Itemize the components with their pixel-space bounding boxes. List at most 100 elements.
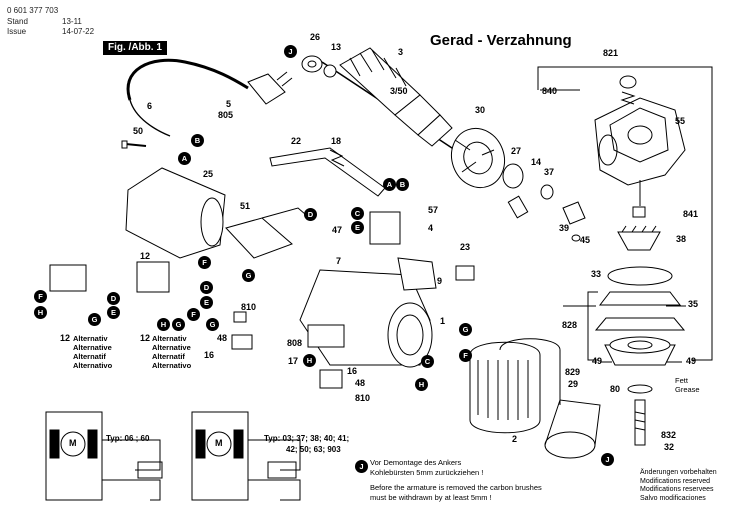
part-label: 18 — [331, 136, 342, 146]
ring-37 — [540, 184, 554, 200]
connection-badge: C — [421, 355, 434, 368]
connection-badge: G — [172, 318, 185, 331]
figure-label: Fig. /Abb. 1 — [103, 41, 167, 55]
part-number: 0 601 377 703 — [7, 6, 59, 15]
brush-holder — [369, 211, 401, 245]
part-label: 3/50 — [390, 86, 408, 96]
part-label: 9 — [437, 276, 443, 286]
part-label: 27 — [511, 146, 522, 156]
stand-label: Stand — [7, 17, 28, 26]
connection-badge: E — [200, 296, 213, 309]
part-label: 22 — [291, 136, 302, 146]
connection-badge: A — [178, 152, 191, 165]
armature — [321, 47, 456, 151]
bevel-pinion — [562, 201, 586, 225]
part-label: 49 — [592, 356, 603, 366]
part-label: 32 — [664, 442, 675, 452]
grease-label: Fett Grease — [675, 376, 700, 394]
spindle-832 — [634, 399, 646, 446]
connection-badge: G — [206, 318, 219, 331]
mains-plug — [247, 71, 293, 105]
screw-50 — [121, 140, 147, 149]
issue-value: 14-07-22 — [62, 27, 95, 36]
bearing-26 — [301, 55, 323, 73]
connection-badge: C — [351, 207, 364, 220]
part-label: 48 — [217, 333, 228, 343]
brush-810 — [233, 311, 247, 323]
gear-housing — [594, 97, 686, 186]
part-label: 805 — [218, 110, 234, 120]
alt-number-mid: 12 — [140, 333, 151, 343]
part-label: 48 — [355, 378, 366, 388]
switch-module — [225, 217, 293, 259]
part-label: 829 — [565, 367, 581, 377]
connection-badge: G — [459, 323, 472, 336]
connection-badge: D — [304, 208, 317, 221]
connection-badge: D — [107, 292, 120, 305]
connection-badge: G — [242, 269, 255, 282]
connection-badge: F — [459, 349, 472, 362]
connection-badge: B — [191, 134, 204, 147]
part-label: 51 — [240, 201, 251, 211]
part-label: 810 — [241, 302, 257, 312]
part-label: 828 — [562, 320, 578, 330]
wheel-guard — [544, 399, 601, 459]
issue-label: Issue — [7, 27, 27, 36]
switch-housing — [397, 257, 437, 291]
part-label: 841 — [683, 209, 699, 219]
cord-wires — [129, 99, 171, 137]
connection-badge: F — [187, 308, 200, 321]
module-12-mid — [136, 261, 170, 293]
part-14 — [507, 195, 529, 219]
washer-80 — [627, 384, 653, 394]
part-label: 45 — [580, 235, 591, 245]
part-label: 47 — [332, 225, 343, 235]
part-label: 35 — [688, 299, 699, 309]
motor-symbol-left: M — [69, 438, 77, 448]
brush-holder-16b — [319, 369, 343, 389]
o-ring-33 — [607, 266, 673, 286]
alt-number-left: 12 — [60, 333, 71, 343]
part-label: 57 — [428, 205, 439, 215]
connection-badge: J — [355, 460, 368, 473]
connection-badge: E — [107, 306, 120, 319]
connection-badge: B — [396, 178, 409, 191]
part-label: 12 — [140, 251, 151, 261]
part-label: 33 — [591, 269, 602, 279]
connection-badge: H — [34, 306, 47, 319]
part-label: 6 — [147, 101, 153, 111]
connection-badge: F — [34, 290, 47, 303]
connection-badge: H — [157, 318, 170, 331]
part-label: 16 — [347, 366, 358, 376]
note-english: Before the armature is removed the carbo… — [370, 483, 542, 502]
part-label: 821 — [603, 48, 619, 58]
lock-spring — [620, 91, 636, 105]
part-label: 50 — [133, 126, 144, 136]
part-label: 55 — [675, 116, 686, 126]
spindle-lock-button — [619, 75, 637, 89]
part-label: 30 — [475, 105, 486, 115]
part-label: 14 — [531, 157, 542, 167]
connection-badge: H — [303, 354, 316, 367]
part-label: 25 — [203, 169, 214, 179]
stand-value: 13-11 — [62, 17, 82, 26]
alternative-labels-left: Alternativ Alternative Alternatif Altern… — [73, 334, 113, 370]
note-german: Vor Demontage des Ankers Kohlebürsten 5m… — [370, 458, 484, 477]
bevel-gear-38 — [617, 225, 661, 251]
connection-badge: G — [88, 313, 101, 326]
power-cord — [126, 58, 249, 101]
part-label: 26 — [310, 32, 321, 42]
part-label: 37 — [544, 167, 555, 177]
changes-notice: Änderungen vorbehalten Modifications res… — [640, 469, 717, 502]
connection-badge: J — [284, 45, 297, 58]
part-label: 808 — [287, 338, 303, 348]
spring-18 — [329, 149, 345, 167]
connection-badge: H — [415, 378, 428, 391]
part-label: 17 — [288, 356, 299, 366]
brush-holder-16 — [231, 334, 253, 350]
connection-badge: E — [351, 221, 364, 234]
wiring-diagram-right — [191, 411, 301, 501]
module-12-left — [49, 264, 87, 292]
